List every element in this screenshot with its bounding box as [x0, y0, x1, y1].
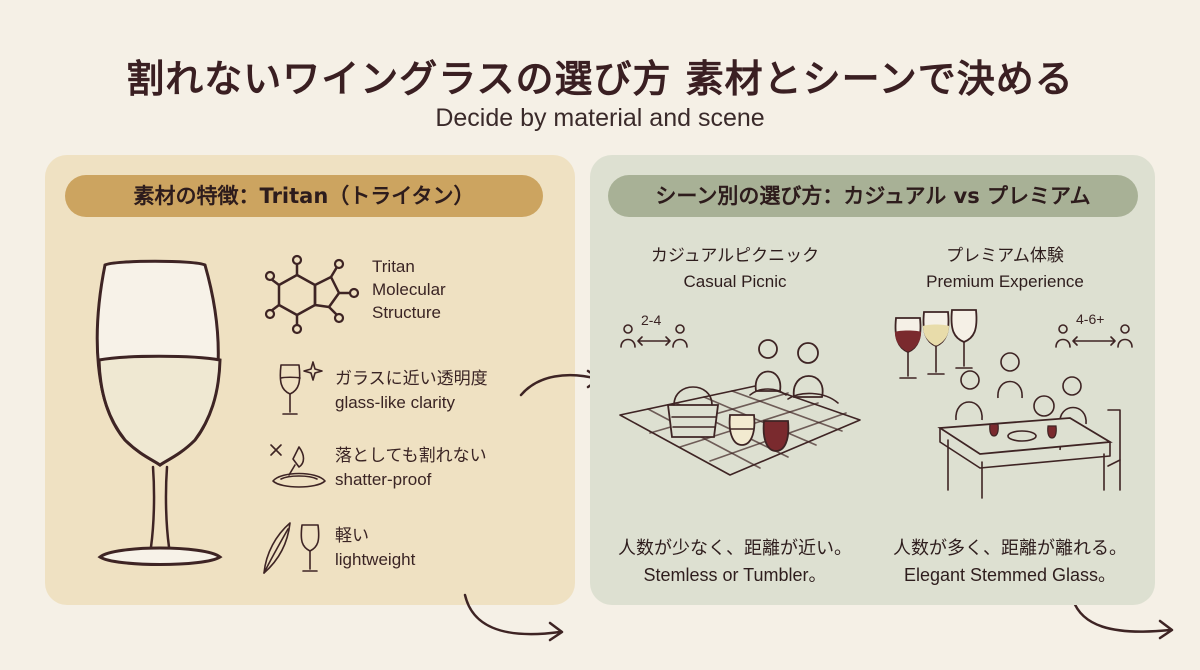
page-subtitle: Decide by material and scene [435, 104, 765, 132]
dinner-table-illustration [937, 352, 1121, 499]
people-count-icon [620, 324, 688, 348]
casual-people-count: 2-4 [641, 312, 662, 328]
casual-title: カジュアルピクニック Casual Picnic [650, 246, 820, 291]
premium-title: プレミアム体験 Premium Experience [926, 246, 1084, 291]
group-people-count-icon [1055, 324, 1133, 348]
material-heading: 素材の特徴：Tritan（トライタン） [65, 175, 543, 217]
material-panel: 素材の特徴：Tritan（トライタン） Tritan Molecular Str… [45, 155, 575, 605]
feature-clarity: ガラスに近い透明度 glass-like clarity [335, 369, 488, 412]
feature-lightweight: 軽い lightweight [335, 526, 416, 569]
casual-description: 人数が少なく、距離が近い。 Stemless or Tumbler。 [618, 538, 852, 585]
arrow-curve-right-bottom-icon [1071, 598, 1174, 640]
scene-heading: シーン別の選び方：カジュアル vs プレミアム [608, 175, 1138, 217]
wine-glass-sparkle-icon [279, 361, 323, 415]
feature-shatterproof: 落としても割れない shatter-proof [335, 446, 487, 489]
wine-glasses-trio-icon [894, 309, 978, 379]
page-title: 割れないワイングラスの選び方 素材とシーンで決める [126, 57, 1074, 101]
premium-people-count: 4-6+ [1076, 311, 1105, 327]
premium-description: 人数が多く、距離が離れる。 Elegant Stemmed Glass。 [893, 538, 1127, 585]
arrow-curve-left-bottom-icon [463, 593, 564, 642]
molecule-label: Tritan Molecular Structure [372, 257, 446, 322]
picnic-illustration [619, 339, 861, 476]
large-wine-glass-icon [95, 259, 223, 566]
feather-glass-icon [263, 522, 320, 574]
molecular-structure-icon [264, 254, 360, 335]
dropped-glass-icon [270, 444, 326, 488]
scene-panel: シーン別の選び方：カジュアル vs プレミアム カジュアルピクニック Casua… [590, 155, 1155, 605]
